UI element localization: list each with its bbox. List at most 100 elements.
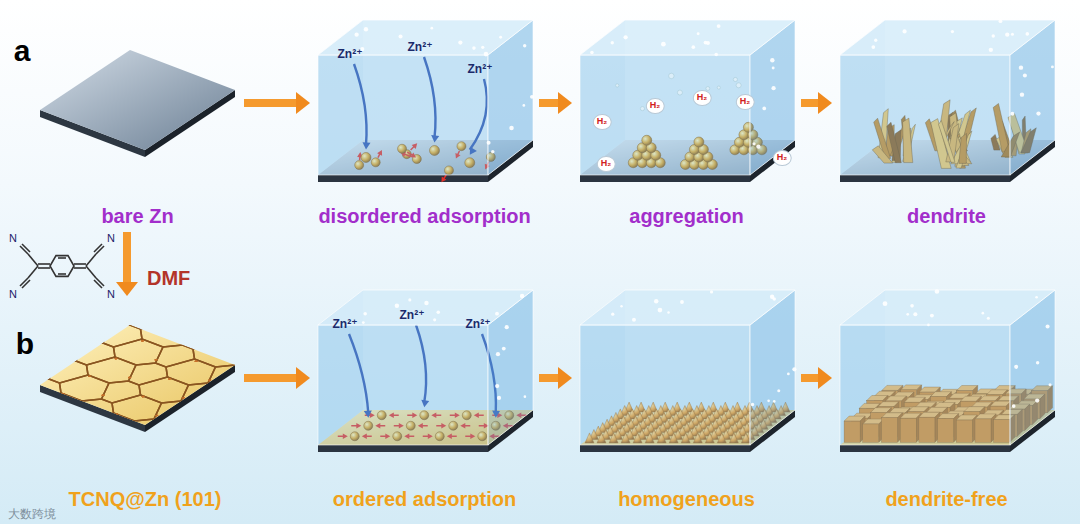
- tcnq-network: [40, 325, 235, 425]
- stage-caption: bare Zn: [101, 204, 173, 228]
- electrolyte-dot: [363, 312, 367, 316]
- electrolyte-dot: [1046, 324, 1050, 328]
- tcnq-hexagon: [172, 325, 231, 353]
- tcnq-unit: [127, 376, 132, 378]
- atom-label: N: [9, 232, 17, 244]
- tcnq-unit: [154, 359, 159, 361]
- nitrile-bond: [20, 246, 28, 254]
- gas-label: H₂: [693, 90, 712, 106]
- electrolyte-dot: [395, 304, 399, 308]
- tcnq-unit: [234, 361, 235, 363]
- electrolyte-dot: [989, 48, 993, 52]
- tcnq-unit: [154, 414, 159, 416]
- electrolyte-dot: [680, 300, 684, 304]
- electrolyte-dot: [499, 36, 502, 39]
- electrolyte-dot: [611, 313, 614, 316]
- tcnq-unit: [100, 338, 105, 340]
- electrolyte-dot: [906, 313, 909, 316]
- stage-panel: dendrite: [836, 15, 1057, 228]
- cell-front: [318, 290, 533, 445]
- double-bond: [38, 263, 50, 265]
- ion-label: Zn²⁺: [466, 318, 491, 331]
- nitrile-bond: [22, 280, 30, 288]
- stage-panel: TCNQ@Zn (101): [50, 300, 240, 511]
- electrolyte-dot: [1035, 398, 1039, 402]
- electrolyte-dot: [902, 29, 906, 33]
- stage-panel: dendrite-free: [836, 285, 1057, 511]
- tcnq-hexagon: [159, 325, 228, 333]
- tcnq-unit: [221, 398, 226, 400]
- tcnq-unit: [74, 356, 79, 358]
- tcnq-unit: [207, 325, 212, 326]
- electrolyte-dot: [792, 367, 796, 371]
- tcnq-unit: [100, 338, 105, 340]
- electrolyte-dot: [910, 304, 914, 308]
- electrolyte-dot: [1036, 361, 1039, 364]
- electrolyte-dot: [433, 318, 436, 321]
- electrolyte-front: [840, 55, 1010, 175]
- substrate-side: [840, 445, 1010, 452]
- electrolyte-dot: [999, 19, 1003, 23]
- tcnq-unit: [234, 361, 235, 363]
- gas-label: H₂: [736, 94, 755, 110]
- bond: [28, 266, 38, 278]
- tcnq-hexagon: [144, 397, 203, 425]
- tcnq-unit: [61, 393, 66, 395]
- tcnq-unit: [194, 360, 199, 362]
- tcnq-hexagon: [120, 325, 179, 333]
- electrolyte-dot: [502, 347, 506, 351]
- electrolyte-dot: [520, 294, 524, 298]
- arrow-head: [818, 367, 832, 389]
- electrolyte-dot: [495, 312, 499, 316]
- electrolyte-dot: [787, 373, 790, 376]
- tcnq-unit: [220, 342, 225, 344]
- tcnq-hexagon: [198, 361, 236, 391]
- tcnq-unit: [181, 397, 186, 399]
- cell-front: [318, 20, 534, 175]
- plate-surface: [40, 50, 235, 150]
- tcnq-unit: [47, 374, 52, 376]
- electrolyte-dot: [667, 311, 670, 314]
- electrolyte-dot: [770, 58, 774, 62]
- electrolyte-dot: [1019, 65, 1023, 69]
- cell-back: [580, 20, 795, 182]
- cell-back: [580, 290, 795, 452]
- zn-foil: [40, 50, 235, 157]
- stage-caption: ordered adsorption: [333, 487, 516, 511]
- electrolyte-dot: [436, 310, 440, 314]
- ion-label: Zn²⁺: [408, 41, 433, 54]
- tcnq-hexagon: [171, 379, 230, 409]
- electrolyte-dot: [509, 126, 514, 131]
- electrolyte-dot: [930, 314, 934, 318]
- electrolyte-dot: [362, 321, 365, 324]
- tcnq-unit: [180, 341, 185, 343]
- stage-caption: dendrite-free: [885, 487, 1007, 511]
- stage-caption: aggregation: [629, 204, 743, 228]
- network-transform: [0, 279, 306, 462]
- electrolyte-dot: [523, 44, 526, 47]
- substrate-side: [318, 445, 488, 452]
- tcnq-hexagon: [73, 395, 123, 419]
- tcnq-unit: [74, 356, 79, 358]
- edge-label: DMF: [147, 266, 190, 290]
- arrow-shaft: [244, 374, 297, 382]
- electrolyte-dot: [1011, 33, 1014, 36]
- process-arrow: [801, 92, 832, 114]
- electrolyte-dot: [871, 45, 875, 49]
- tcnq-unit: [87, 375, 92, 377]
- electrolyte-dot: [481, 46, 484, 49]
- tcnq-unit: [47, 374, 52, 376]
- stage-caption: homogeneous: [618, 487, 755, 511]
- electrolyte-dot: [935, 289, 940, 294]
- tcnq-hexagon: [76, 409, 145, 425]
- electrolyte-dot: [1020, 92, 1024, 96]
- arrow-shaft: [244, 99, 297, 107]
- electrolyte-dot: [632, 318, 636, 322]
- gas-label: H₂: [597, 156, 616, 172]
- ion-label: Zn²⁺: [468, 63, 493, 76]
- electrolyte-dot: [697, 32, 700, 35]
- stage-panel: homogeneous: [576, 285, 797, 511]
- nitrile-bond: [94, 280, 102, 288]
- cell-front: [580, 290, 797, 445]
